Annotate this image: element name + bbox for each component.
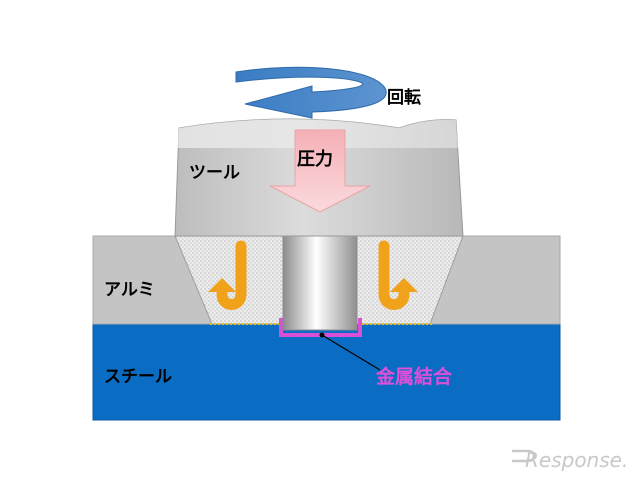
flow-arrow-right-icon (378, 240, 418, 310)
pressure-label: 圧力 (297, 149, 333, 170)
pressure-arrow-icon (269, 129, 371, 213)
rotation-label: 回転 (387, 87, 421, 108)
tool-label: ツール (189, 163, 240, 183)
response-watermark: Response. (512, 448, 628, 472)
metal-bond-leader-dot (319, 332, 325, 338)
flow-arrow-left-icon (208, 240, 247, 310)
metal-bond-label: 金属結合 (375, 365, 453, 388)
rotation-arrow-icon (235, 66, 387, 119)
steel-plate (92, 323, 561, 421)
watermark-text: Response. (525, 448, 628, 472)
metal-bond-leader-line (321, 334, 381, 371)
tool-pin (282, 235, 358, 331)
aluminum-label: アルミ (104, 280, 155, 300)
steel-label: スチール (104, 367, 172, 387)
